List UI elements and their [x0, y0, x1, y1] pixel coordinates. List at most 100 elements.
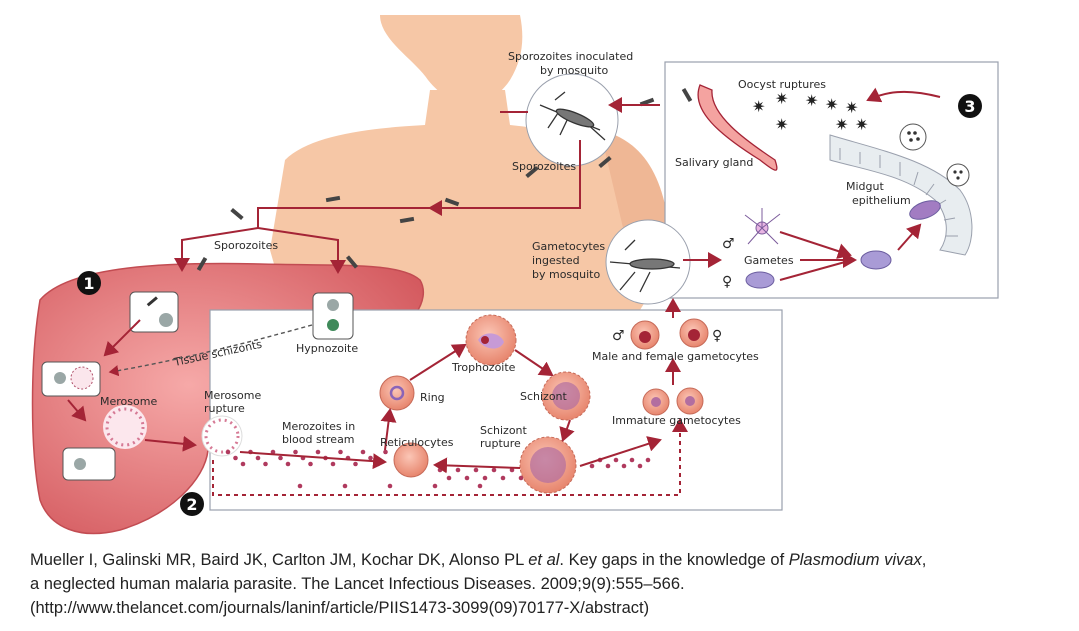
merozoite-dot — [368, 455, 373, 461]
label-oocyst-ruptures: Oocyst ruptures — [738, 78, 826, 91]
caption-url[interactable]: (http://www.thelancet.com/journals/lanin… — [30, 599, 650, 617]
tissue-schizont-cell — [41, 361, 101, 397]
step-marker-3: 3 — [958, 94, 982, 118]
svg-text:✷: ✷ — [805, 91, 818, 110]
figure-caption: Mueller I, Galinski MR, Baird JK, Carlto… — [30, 548, 1070, 620]
merozoite-dot — [315, 449, 321, 455]
merozoite-dot — [225, 449, 231, 455]
caption-line-1: Mueller I, Galinski MR, Baird JK, Carlto… — [30, 548, 1070, 572]
hypnozoite-cell — [312, 292, 354, 340]
svg-text:2: 2 — [186, 495, 197, 514]
merozoite-dot — [342, 483, 348, 489]
merosome-cell — [103, 405, 147, 449]
merozoite-dot — [589, 463, 595, 469]
label-epithelium: epithelium — [852, 194, 911, 207]
label-merosome-rupture-1: Merosome — [204, 389, 261, 402]
oocyst-dots — [907, 131, 963, 180]
female-symbol-gamete: ♀ — [722, 274, 732, 290]
merozoite-dot — [518, 475, 524, 481]
merozoite-dot — [455, 467, 461, 473]
merozoite-dot — [387, 483, 393, 489]
hepatocyte-infected — [129, 291, 179, 333]
merozoite-dot — [621, 463, 627, 469]
merozoite-dot — [613, 457, 619, 463]
label-ring: Ring — [420, 391, 445, 404]
empty-hepatocyte — [62, 447, 116, 481]
svg-text:✷: ✷ — [845, 98, 858, 117]
schizont-rupture-cell — [519, 436, 577, 494]
label-sporozoites-upper: Sporozoites — [512, 160, 576, 173]
svg-text:✷: ✷ — [775, 115, 788, 134]
caption-title-start: . Key gaps in the knowledge of — [559, 551, 789, 569]
merozoite-dot — [477, 483, 483, 489]
male-symbol-gamete: ♂ — [722, 236, 735, 252]
merozoite-dot — [338, 449, 343, 455]
female-gametocyte-cell — [679, 318, 709, 348]
burst-oocyst-stars: ✷✷ ✷✷ ✷✷ ✷✷ — [752, 89, 868, 134]
merozoite-dot — [308, 461, 313, 467]
label-merozoites-1: Merozoites in — [282, 420, 355, 433]
label-schizont-rupture-2: rupture — [480, 437, 521, 450]
lifecycle-arrows — [67, 87, 941, 496]
label-trophozoite: Trophozoite — [451, 361, 516, 374]
caption-authors: Mueller I, Galinski MR, Baird JK, Carlto… — [30, 551, 529, 569]
merozoite-dot — [446, 475, 452, 481]
label-male-female-gametocytes: Male and female gametocytes — [592, 350, 759, 363]
svg-text:✷: ✷ — [855, 115, 868, 134]
label-sporozoites-inoculated: Sporozoites inoculated — [508, 50, 633, 63]
gamete-cells — [744, 200, 941, 289]
label-gametocytes-ingested-2: ingested — [532, 254, 580, 267]
label-gametocytes-ingested-3: by mosquito — [532, 268, 600, 281]
label-merosome: Merosome — [100, 395, 157, 408]
svg-text:✷: ✷ — [825, 95, 838, 114]
caption-et-al: et al — [528, 551, 560, 569]
merozoite-dot — [629, 457, 635, 463]
merozoite-dot — [330, 461, 336, 467]
svg-text:✷: ✷ — [775, 89, 788, 108]
merozoite-dot — [437, 467, 443, 473]
caption-species: Plasmodium vivax — [788, 551, 922, 569]
lifecycle-diagram: ✷✷ ✷✷ ✷✷ ✷✷ — [31, 15, 999, 535]
merozoite-dot — [464, 475, 470, 481]
merozoite-dot — [509, 467, 515, 473]
schizont-cell — [541, 371, 591, 421]
label-reticulocytes: Reticulocytes — [380, 436, 454, 449]
step-marker-2: 2 — [180, 492, 204, 516]
male-gametocyte-cell — [630, 320, 660, 350]
mosquito-icon — [609, 239, 681, 293]
svg-text:3: 3 — [964, 97, 975, 116]
female-symbol-gametocyte: ♀ — [712, 328, 722, 344]
merozoite-dot — [270, 449, 276, 455]
step-marker-1: 1 — [77, 271, 101, 295]
merozoite-dot — [491, 467, 497, 473]
label-salivary-gland: Salivary gland — [675, 156, 753, 169]
ring-stage-cell — [379, 375, 415, 411]
merozoite-dot — [645, 457, 651, 463]
label-sporozoites-left: Sporozoites — [214, 239, 278, 252]
merozoite-dot — [383, 449, 388, 455]
caption-comma: , — [921, 551, 927, 569]
merozoite-dots — [225, 449, 651, 489]
merozoite-dot — [255, 455, 261, 461]
merozoite-dot — [278, 455, 283, 461]
mosquito-icon — [539, 91, 606, 141]
svg-text:✷: ✷ — [752, 97, 765, 116]
merozoite-dot — [293, 449, 298, 455]
caption-line-2: a neglected human malaria parasite. The … — [30, 575, 685, 593]
label-gametocytes-ingested-1: Gametocytes — [532, 240, 605, 253]
merozoite-dot — [233, 455, 238, 461]
merozoite-dot — [297, 483, 303, 489]
reticulocyte-cell — [393, 442, 429, 478]
immature-gametocyte-cells — [642, 387, 704, 416]
midgut-epithelium-illustration — [829, 134, 973, 256]
merozoite-dot — [360, 449, 366, 455]
oocyst-cluster — [899, 123, 970, 187]
label-schizont-rupture-1: Schizont — [480, 424, 528, 437]
label-schizont: Schizont — [520, 390, 568, 403]
salivary-gland-illustration — [697, 84, 778, 171]
merozoite-dot — [432, 483, 438, 489]
merozoite-dot — [285, 461, 291, 467]
trophozoite-cell — [465, 314, 517, 366]
merozoite-dot — [637, 463, 643, 469]
